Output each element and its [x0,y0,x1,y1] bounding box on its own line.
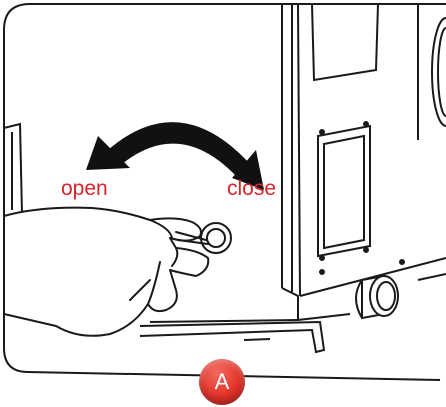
fan-vent [418,4,446,140]
base-rail [140,322,324,352]
pipe-connector [356,276,398,318]
letter-badge-icon: A [199,359,245,405]
close-label: close [227,178,276,199]
open-label: open [61,178,108,199]
key-lock-icon [201,223,231,253]
hand-turning-key-icon [4,208,208,336]
side-upper-panel [312,4,378,80]
side-vent-plate [318,122,404,274]
left-door-edge [4,124,22,216]
